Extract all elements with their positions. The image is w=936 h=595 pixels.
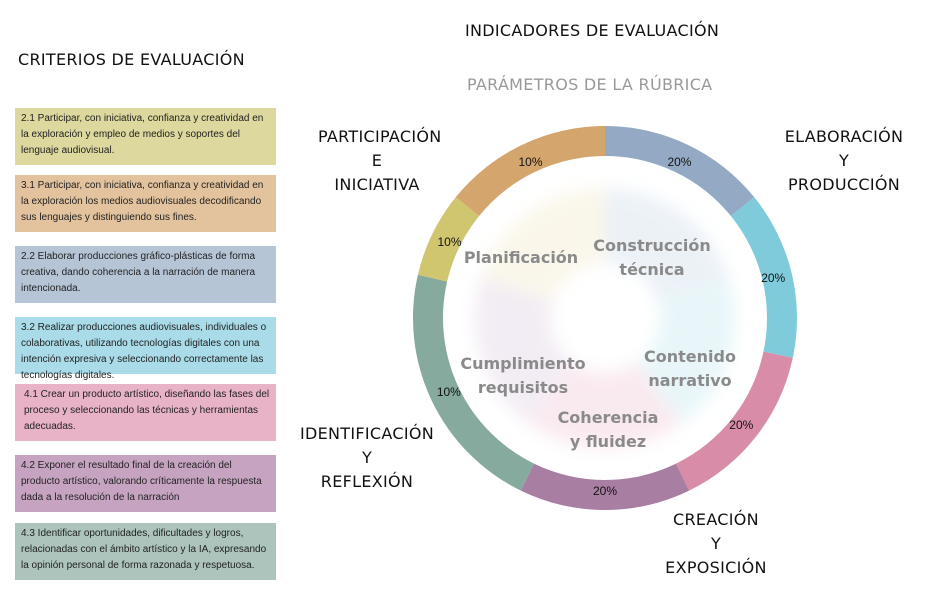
label-line: requisitos xyxy=(477,378,569,397)
param-cumplimiento: Cumplimiento requisitos xyxy=(460,352,585,400)
indicadores-title: INDICADORES DE EVALUACIÓN xyxy=(465,21,720,40)
label-line: EXPOSICIÓN xyxy=(665,558,767,577)
param-contenido: Contenido narrativo xyxy=(644,345,736,393)
label-line: narrativo xyxy=(648,371,732,390)
label-line: Y xyxy=(361,448,373,467)
label-line: y fluidez xyxy=(569,432,647,451)
criterio-4-2: 4.2 Exponer el resultado final de la cre… xyxy=(15,455,276,512)
inner-pie-sector xyxy=(605,188,729,302)
ring-segment xyxy=(605,126,755,217)
ring-percent-label: 20% xyxy=(592,484,618,498)
label-line: ELABORACIÓN xyxy=(784,127,904,146)
param-planificacion: Planificación xyxy=(464,246,578,270)
criterio-2-2: 2.2 Elaborar producciones gráfico-plásti… xyxy=(15,246,276,303)
label-line: Cumplimiento xyxy=(460,354,586,373)
criterio-4-1: 4.1 Crear un producto artístico, diseñan… xyxy=(15,384,276,441)
label-line: Y xyxy=(710,534,722,553)
param-construccion: Construcción técnica xyxy=(593,234,710,282)
ring-segment xyxy=(520,463,690,510)
label-line: técnica xyxy=(619,260,685,279)
criterio-3-2: 3.2 Realizar producciones audiovisuales,… xyxy=(15,317,276,381)
label-line: PARTICIPACIÓN xyxy=(318,127,442,146)
ring-percent-label: 20% xyxy=(761,270,786,285)
inner-pie-sector xyxy=(528,362,682,449)
parametros-title: PARÁMETROS DE LA RÚBRICA xyxy=(467,75,713,94)
ring-percent-label: 20% xyxy=(667,154,692,169)
criterio-2-1: 2.1 Participar, con iniciativa, confianz… xyxy=(15,108,276,165)
ring-segment xyxy=(413,274,534,491)
label-line: E xyxy=(371,151,383,170)
ring-percent-label: 20% xyxy=(729,417,754,432)
ring-segment xyxy=(417,197,480,282)
param-coherencia: Coherencia y fluidez xyxy=(558,406,659,454)
indicador-elaboracion: ELABORACIÓN Y PRODUCCIÓN xyxy=(780,125,908,197)
criterios-title: CRITERIOS DE EVALUACIÓN xyxy=(18,50,245,69)
criterio-3-1: 3.1 Participar, con iniciativa, confianz… xyxy=(15,175,276,232)
ring-percent-label: 10% xyxy=(518,154,543,169)
label-line: Contenido xyxy=(644,347,736,366)
label-line: Planificación xyxy=(463,248,579,267)
ring-segment xyxy=(455,126,605,217)
inner-pie-sector xyxy=(637,277,735,424)
label-line: Construcción xyxy=(593,236,711,255)
label-line: CREACIÓN xyxy=(673,510,759,529)
ring-segment xyxy=(676,351,793,491)
label-line: Coherencia xyxy=(557,408,659,427)
criterio-4-3: 4.3 Identificar oportunidades, dificulta… xyxy=(15,523,276,580)
ring-percent-label: 10% xyxy=(437,235,462,250)
ring-segment xyxy=(730,197,797,358)
label-line: IDENTIFICACIÓN xyxy=(299,424,435,443)
ring-percent-label: 10% xyxy=(436,385,461,400)
inner-pie-sector xyxy=(481,188,605,302)
indicador-participacion: PARTICIPACIÓN E INICIATIVA xyxy=(318,125,442,197)
indicador-creacion: CREACIÓN Y EXPOSICIÓN xyxy=(660,508,772,580)
label-line: INICIATIVA xyxy=(334,175,420,194)
label-line: Y xyxy=(838,151,850,170)
inner-pie-sector xyxy=(475,277,573,424)
label-line: PRODUCCIÓN xyxy=(787,175,900,194)
label-line: REFLEXIÓN xyxy=(320,472,414,491)
indicador-identificacion: IDENTIFICACIÓN Y REFLEXIÓN xyxy=(293,422,441,494)
